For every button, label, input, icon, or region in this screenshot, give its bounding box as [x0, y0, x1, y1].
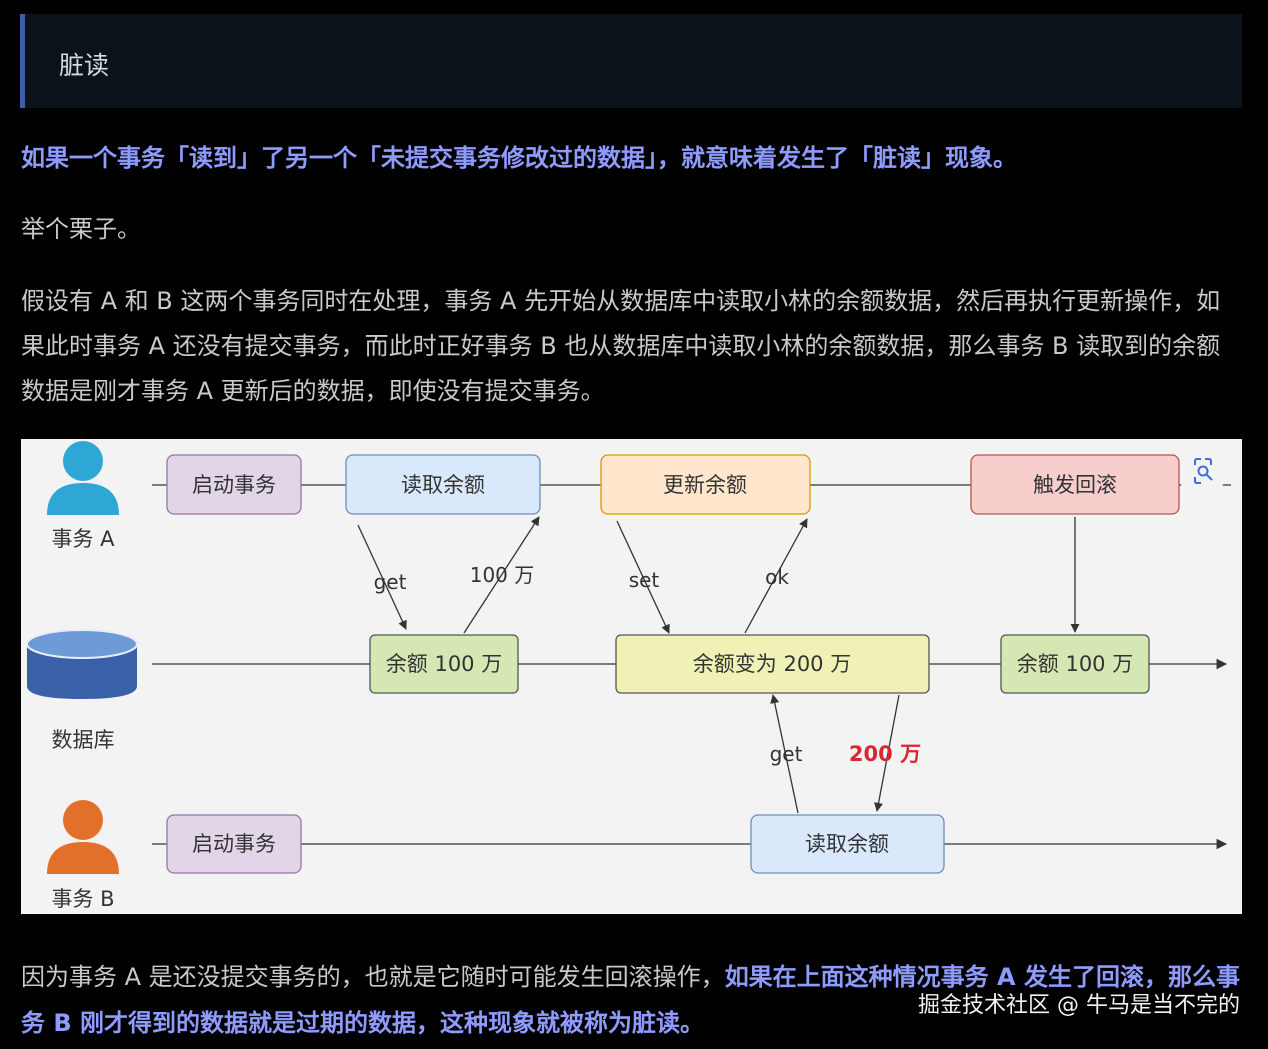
actor-a-label: 事务 A	[51, 527, 115, 551]
b-read-label: 读取余额	[805, 832, 889, 856]
diagram-canvas: 事务 A 数据库 事务 B get 100 万 set ok get 200 万…	[26, 441, 1231, 911]
a-update-label: 更新余额	[663, 473, 747, 497]
actor-db-label: 数据库	[52, 728, 115, 752]
scan-lens-icon[interactable]	[1181, 453, 1223, 495]
person-a-icon	[47, 441, 119, 515]
dirty-read-diagram: 事务 A 数据库 事务 B get 100 万 set ok get 200 万…	[21, 439, 1242, 914]
scenario-paragraph: 假设有 A 和 B 这两个事务同时在处理，事务 A 先开始从数据库中读取小林的余…	[21, 287, 1221, 405]
example-text: 举个栗子。	[21, 215, 141, 243]
a-rollback-label: 触发回滚	[1033, 473, 1117, 497]
conclusion-emphasis: 如果在上面这种情况事务 A 发生了回滚，那么事务 B 刚才得到的数据就是过期的数…	[21, 963, 1240, 1037]
edge-label-value-2: 200 万	[849, 742, 921, 766]
b-read-box	[750, 814, 945, 874]
edge-get-1	[357, 524, 407, 630]
a-update-box	[600, 454, 811, 515]
blockquote: 脏读	[20, 14, 1242, 108]
edge-set	[616, 520, 670, 634]
edge-label-set: set	[629, 568, 660, 592]
a-rollback-box	[970, 454, 1180, 515]
source-watermark: 掘金技术社区 @ 牛马是当不完的	[918, 993, 1240, 1018]
a-start-box	[166, 454, 302, 515]
edge-get-2	[770, 694, 799, 814]
edge-ok	[744, 518, 808, 634]
edge-label-get-2: get	[770, 742, 803, 766]
edge-return-1	[463, 516, 540, 634]
b-start-label: 启动事务	[192, 832, 276, 856]
b-start-box	[166, 814, 302, 874]
db-value-3-label: 余额 100 万	[1017, 652, 1133, 676]
edge-label-ok: ok	[765, 565, 789, 589]
a-read-box	[345, 454, 541, 515]
blockquote-title: 脏读	[59, 51, 110, 80]
db-value-1-label: 余额 100 万	[386, 652, 502, 676]
a-read-label: 读取余额	[401, 473, 485, 497]
db-value-2-box	[615, 634, 930, 694]
person-b-icon	[47, 800, 119, 874]
db-value-1-box	[369, 634, 519, 694]
conclusion-plain: 因为事务 A 是还没提交事务的，也就是它随时可能发生回滚操作，	[21, 963, 725, 991]
conclusion-paragraph: 因为事务 A 是还没提交事务的，也就是它随时可能发生回滚操作，如果在上面这种情况…	[21, 954, 1241, 1046]
edge-return-2	[874, 694, 900, 812]
edge-label-get-1: get	[374, 570, 407, 594]
db-value-3-box	[1000, 634, 1150, 694]
a-start-label: 启动事务	[192, 473, 276, 497]
actor-b-label: 事务 B	[51, 887, 114, 911]
db-value-2-label: 余额变为 200 万	[693, 652, 851, 676]
edge-label-value-1: 100 万	[470, 563, 535, 587]
definition-text: 如果一个事务「读到」了另一个「未提交事务修改过的数据」，就意味着发生了「脏读」现…	[21, 144, 1017, 172]
database-icon	[26, 629, 138, 699]
